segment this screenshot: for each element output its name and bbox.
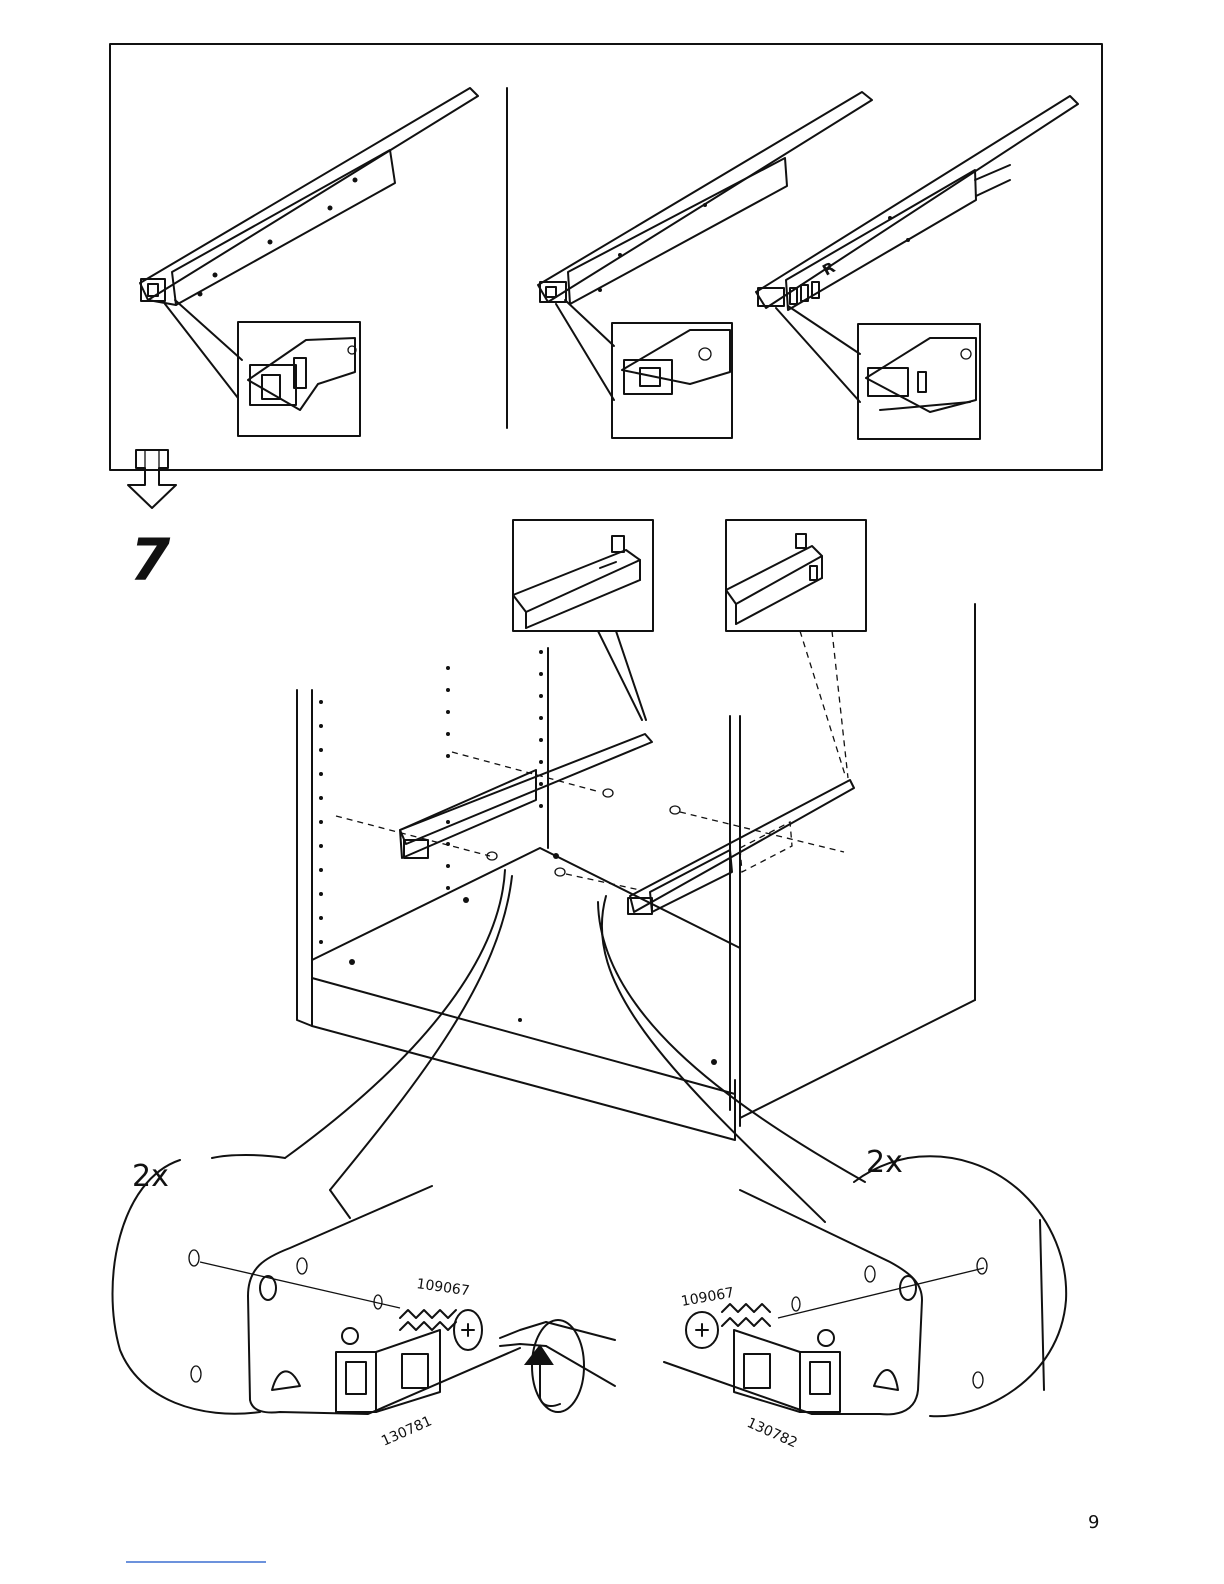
quantity-left: 2x: [132, 1159, 169, 1194]
rail-right-mounted: [555, 780, 854, 914]
detail-box-3: [858, 324, 980, 439]
part-number-screw-left: 109067: [415, 1276, 470, 1299]
detail-box-2: [612, 323, 732, 438]
part-number-bracket-right: 130782: [744, 1415, 799, 1451]
screwdriver-icon: [500, 1322, 615, 1386]
inset-left-rail-end: [513, 520, 653, 720]
rail-left-top: [140, 88, 478, 398]
quantity-right: 2x: [866, 1145, 903, 1180]
step-number: 7: [130, 526, 171, 594]
cabinet: [297, 604, 975, 1140]
rail-middle-top: [538, 92, 872, 400]
rotate-clockwise-icon: [526, 1320, 584, 1412]
inset-right-rail-end: [726, 520, 866, 778]
part-number-bracket-left: 130781: [379, 1413, 434, 1449]
page-number: 9: [1088, 1512, 1099, 1533]
rail-left-mounted: [336, 734, 652, 860]
callout-ribbons: [285, 870, 865, 1222]
detail-box-1: [238, 322, 360, 436]
step-down-arrow-icon: [128, 450, 176, 508]
rail-marking-r: R: [819, 258, 838, 280]
